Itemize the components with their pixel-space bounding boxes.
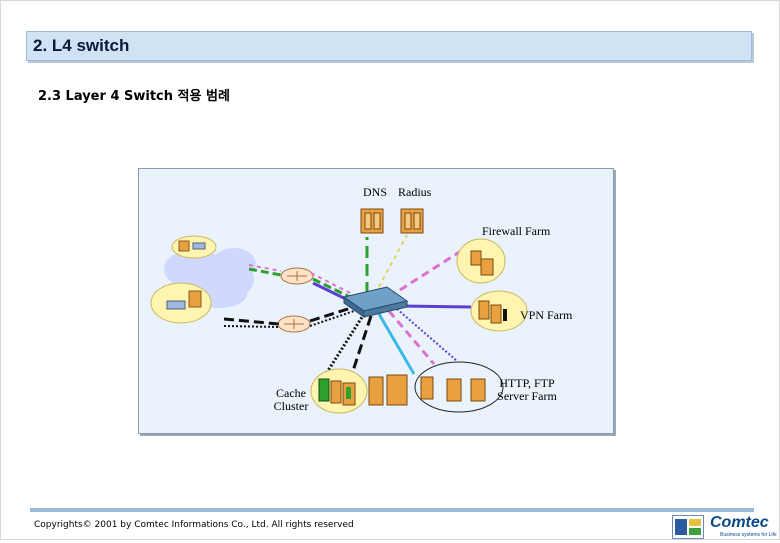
router-bottom-icon	[277, 315, 311, 333]
section-subtitle: 2.3 Layer 4 Switch 적용 범례	[38, 89, 230, 104]
dns-label: DNS	[363, 185, 388, 199]
router-top-icon	[280, 267, 314, 285]
link-switch-cache-dashed	[349, 315, 373, 378]
link-switch-vpn	[400, 304, 472, 309]
link-switch-http-pink	[387, 310, 436, 365]
radius-label: Radius	[398, 185, 432, 199]
link-switch-http-dotted	[396, 308, 458, 362]
copyright-text: Copyrights© 2001 by Comtec Informations …	[34, 520, 354, 530]
http-ftp-farm-icon	[414, 361, 504, 413]
page-title: 2. L4 switch	[33, 36, 130, 55]
diagram-canvas	[150, 208, 528, 414]
http-ftp-label-line2: Server Farm	[497, 389, 557, 403]
l4-switch-icon	[342, 286, 409, 318]
link-switch-cache-dotted	[322, 313, 366, 378]
company-tagline: Business systems for Life	[720, 532, 777, 538]
firewall-farm-icon	[456, 238, 506, 284]
dns-server-icon	[360, 208, 384, 234]
title-bar: 2. L4 switch	[26, 31, 752, 61]
web-server-standalone-icon	[368, 374, 408, 406]
link-router-bottom-switch	[309, 305, 355, 327]
cache-cluster-label: Cache Cluster	[269, 387, 313, 413]
vpn-farm-label: VPN Farm	[520, 308, 573, 322]
network-diagram: DNS Radius Firewall Farm VPN Farm HTTP, …	[138, 168, 614, 434]
link-client-router-bottom	[223, 317, 280, 328]
cache-cluster-icon	[310, 368, 368, 414]
cache-cluster-label-line2: Cluster	[273, 399, 309, 413]
firewall-farm-label: Firewall Farm	[482, 224, 551, 238]
link-switch-firewall	[388, 249, 462, 299]
client-site-top-icon	[171, 235, 217, 259]
company-logo: Comtec	[710, 514, 769, 531]
client-site-bottom-icon	[150, 282, 212, 324]
link-switch-radius	[374, 234, 408, 295]
partner-logo-icon	[672, 515, 704, 539]
http-ftp-label-line1: HTTP, FTP	[499, 376, 555, 390]
footer-divider	[30, 508, 754, 512]
cache-cluster-label-line1: Cache	[276, 386, 306, 400]
http-ftp-label: HTTP, FTP Server Farm	[495, 377, 559, 403]
link-switch-http-cyan	[377, 313, 416, 375]
vpn-farm-icon	[470, 290, 528, 332]
link-cloud-router-top	[248, 264, 282, 277]
radius-server-icon	[400, 208, 424, 234]
